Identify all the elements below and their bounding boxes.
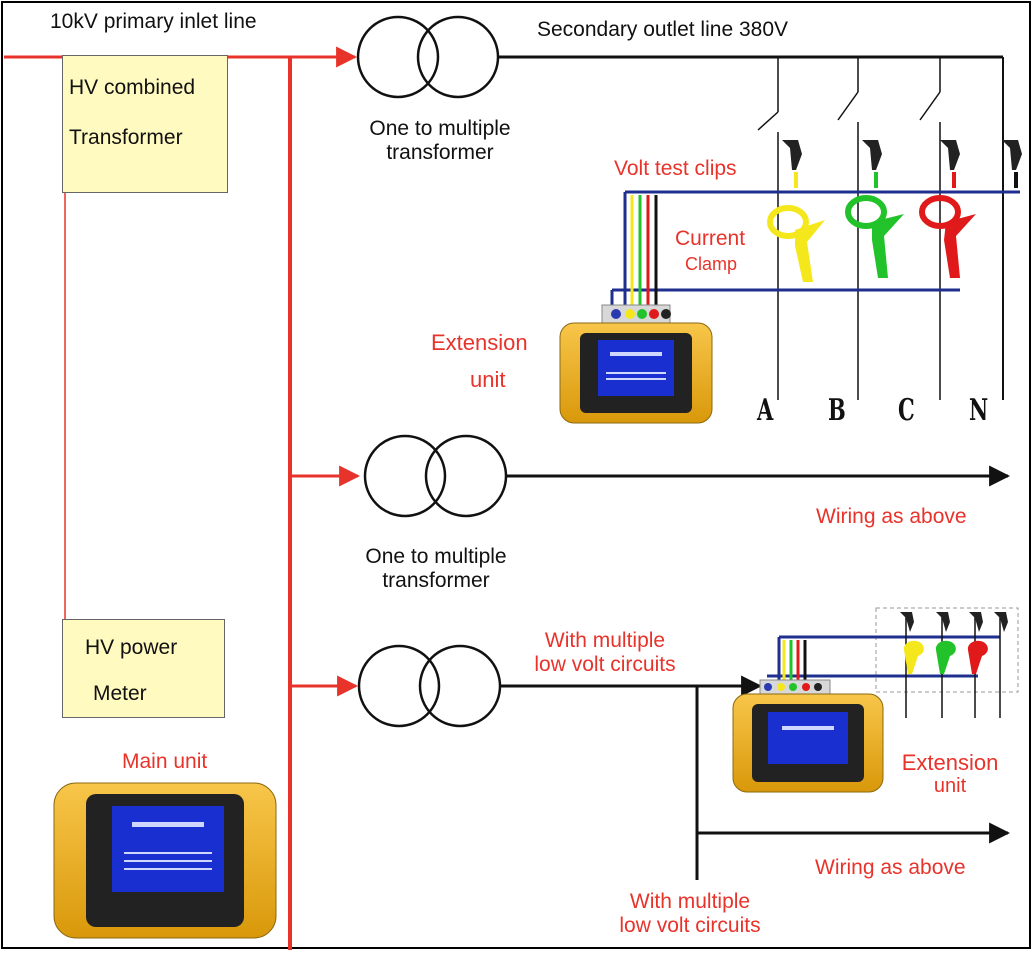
with-multiple-1-line1: With multiple (544, 629, 666, 652)
extension-unit2-label-line1: Extension (901, 750, 999, 775)
with-multiple-label-1: With multiple low volt circuits (505, 629, 705, 677)
transformer1-label: One to multiple transformer (340, 117, 540, 165)
wiring-as-above-label-2: Wiring as above (815, 856, 966, 879)
phase-n-label: N (969, 393, 989, 428)
terminal-block (601, 304, 671, 324)
current-clamp-label-line2: Clamp (685, 254, 738, 274)
extension-unit2-label-line2: unit (933, 775, 967, 798)
transformer1-label-line1: One to multiple (369, 117, 511, 140)
hv-combined-label-line2: Transformer (69, 126, 183, 149)
transformer2-label: One to multiple transformer (336, 545, 536, 593)
extension-unit1-label-line2: unit (470, 367, 506, 392)
tester-device-icon (732, 693, 884, 793)
hv-combined-transformer-box: HV combined Transformer (62, 55, 228, 193)
with-multiple-2-line2: low volt circuits (619, 914, 761, 938)
outlet-lines-3 (500, 675, 1011, 880)
wiring-as-above-label-1: Wiring as above (816, 505, 967, 528)
secondary-bus (498, 55, 1004, 400)
hv-power-label-line2: Meter (93, 682, 147, 705)
with-multiple-2-line1: With multiple (629, 890, 751, 913)
transformer2-label-line1: One to multiple (365, 545, 507, 568)
primary-inlet-label: 10kV primary inlet line (50, 10, 257, 33)
hv-combined-label-line1: HV combined (69, 76, 196, 99)
voltage-clip-icon (782, 140, 1022, 188)
phase-b-label: B (828, 393, 846, 428)
tester-device-icon (559, 322, 713, 424)
measurement-buses (610, 190, 1020, 310)
phase-a-label: A (757, 393, 774, 428)
extension-unit1-label-line1: Extension (431, 330, 528, 355)
hv-power-meter-box: HV power Meter (62, 619, 225, 718)
small-wiring-panel (759, 607, 1019, 718)
current-clamp-label-line1: Current (675, 227, 746, 250)
volt-test-clips-label: Volt test clips (614, 157, 737, 180)
transformer-icon (356, 15, 500, 99)
extension-unit2-label: Extension unit (885, 750, 1015, 798)
transformer2-label-line2: transformer (382, 569, 490, 593)
test-leads (630, 195, 658, 310)
secondary-outlet-label: Secondary outlet line 380V (537, 18, 789, 41)
tester-device-icon (53, 782, 277, 939)
hv-power-label-line1: HV power (85, 636, 178, 659)
current-clamp-icon (767, 195, 976, 282)
main-unit-label: Main unit (122, 750, 208, 773)
with-multiple-label-2: With multiple low volt circuits (590, 890, 790, 938)
transformer-icon (363, 434, 508, 518)
with-multiple-1-line2: low volt circuits (534, 653, 676, 677)
phase-c-label: C (898, 393, 915, 428)
transformer1-label-line2: transformer (386, 141, 494, 165)
transformer-icon (357, 644, 502, 728)
